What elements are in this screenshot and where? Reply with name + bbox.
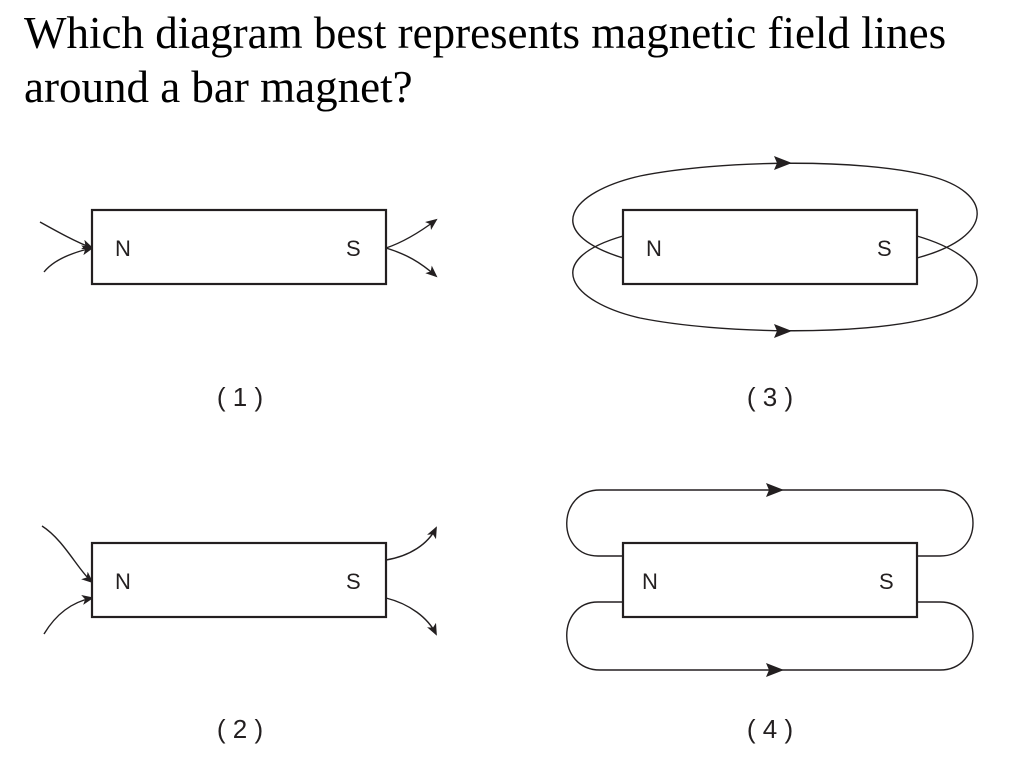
diagram-1: N S ( 1 )	[39, 208, 438, 412]
field-line	[43, 595, 94, 635]
diagram-caption: ( 2 )	[217, 714, 263, 744]
diagram-caption: ( 3 )	[747, 382, 793, 412]
bar-magnet	[621, 208, 919, 286]
diagram-2: N S ( 2 )	[41, 525, 437, 744]
south-pole-label: S	[879, 569, 894, 594]
south-pole-label: S	[346, 236, 361, 261]
south-pole-label: S	[877, 236, 892, 261]
north-pole-label: N	[115, 236, 131, 261]
north-pole-label: N	[646, 236, 662, 261]
diagram-caption: ( 4 )	[747, 714, 793, 744]
arrow-head	[774, 324, 792, 338]
north-pole-label: N	[115, 569, 131, 594]
north-pole-label: N	[642, 569, 658, 594]
field-line	[385, 597, 437, 636]
field-line	[39, 221, 94, 250]
bar-magnet	[90, 541, 388, 619]
field-line	[41, 525, 94, 584]
diagram-4: N S ( 4 )	[566, 483, 974, 744]
field-line	[385, 526, 437, 561]
arrow-head	[766, 483, 784, 497]
diagram-caption: ( 1 )	[217, 382, 263, 412]
south-pole-label: S	[346, 569, 361, 594]
field-line	[43, 245, 94, 273]
question-text: Which diagram best represents magnetic f…	[24, 8, 947, 112]
diagram-3: N S ( 3 )	[572, 156, 978, 412]
bar-magnet	[621, 541, 919, 619]
bar-magnet	[90, 208, 388, 286]
field-line	[385, 218, 438, 249]
arrow-head	[766, 663, 784, 677]
arrow-head	[774, 156, 792, 170]
field-line	[385, 247, 438, 278]
